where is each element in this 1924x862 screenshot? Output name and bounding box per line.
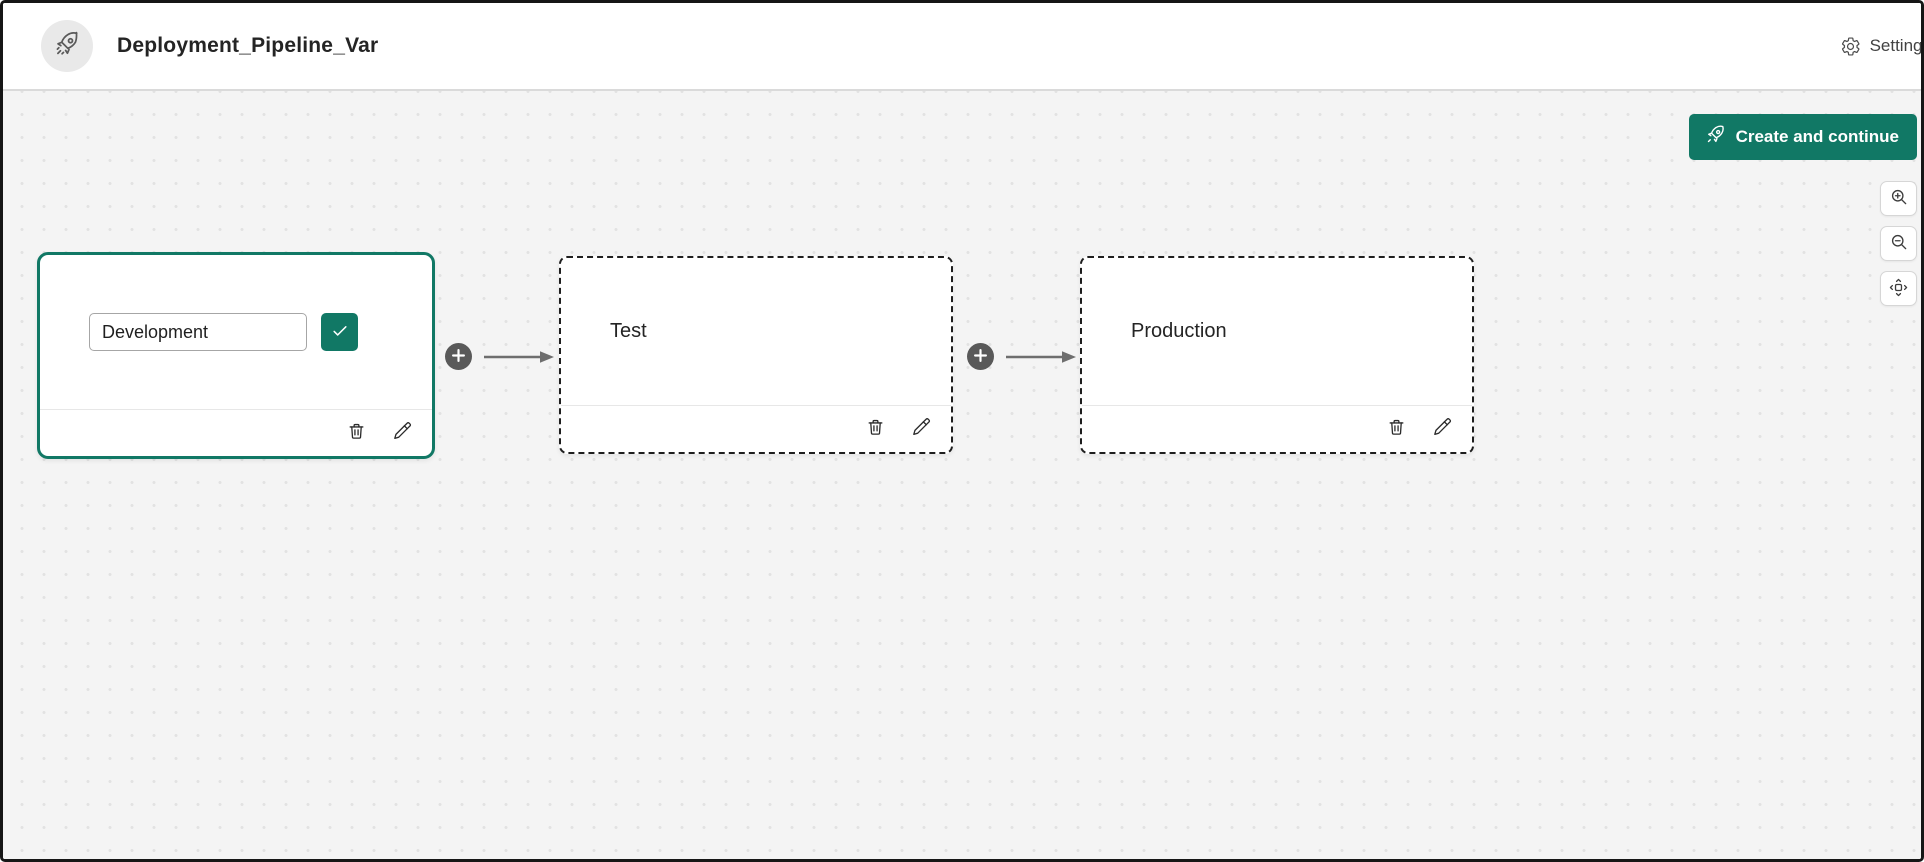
plus-icon: [974, 348, 987, 365]
stage-card-footer: [40, 409, 432, 456]
zoom-out-button[interactable]: [1880, 226, 1917, 261]
create-and-continue-button[interactable]: Create and continue: [1688, 114, 1917, 160]
edit-stage-button[interactable]: [1432, 417, 1453, 441]
settings-button[interactable]: Settings: [1840, 3, 1923, 89]
stage-name-input[interactable]: [89, 313, 307, 351]
zoom-in-icon: [1889, 187, 1909, 210]
connector-test-production: [967, 343, 1077, 370]
pencil-icon: [392, 421, 413, 445]
stage-card-body: Test: [561, 258, 951, 405]
add-stage-button[interactable]: [967, 343, 994, 370]
stage-card-body: Production: [1082, 258, 1472, 405]
settings-label: Settings: [1869, 36, 1923, 55]
zoom-in-button[interactable]: [1880, 181, 1917, 216]
delete-stage-button[interactable]: [865, 417, 886, 441]
create-and-continue-label: Create and continue: [1735, 127, 1899, 146]
stage-name-label: Test: [610, 320, 647, 342]
rocket-icon: [53, 30, 81, 63]
header-bar: Deployment_Pipeline_Var Settings: [3, 3, 1921, 91]
pipeline-avatar: [41, 20, 93, 72]
arrow-right-icon: [483, 349, 555, 365]
trash-icon: [346, 421, 367, 445]
canvas-zoom-controls: [1880, 181, 1917, 306]
pipeline-canvas: Create and continue: [3, 91, 1921, 859]
connector-development-test: [445, 343, 555, 370]
stage-name-label: Production: [1131, 320, 1227, 342]
stage-card-body: [40, 255, 432, 409]
fit-to-screen-button[interactable]: [1880, 271, 1917, 306]
confirm-stage-name-button[interactable]: [321, 313, 358, 351]
gear-icon: [1840, 36, 1861, 57]
plus-icon: [452, 348, 465, 365]
trash-icon: [1386, 417, 1407, 441]
pencil-icon: [911, 417, 932, 441]
pencil-icon: [1432, 417, 1453, 441]
page-title: Deployment_Pipeline_Var: [117, 34, 379, 57]
edit-stage-button[interactable]: [392, 421, 413, 445]
fit-to-screen-icon: [1888, 277, 1909, 301]
rocket-icon: [1705, 124, 1726, 150]
stage-card-footer: [561, 405, 951, 452]
checkmark-icon: [330, 321, 350, 344]
edit-stage-button[interactable]: [911, 417, 932, 441]
stage-card-test[interactable]: Test: [559, 256, 953, 454]
stage-card-footer: [1082, 405, 1472, 452]
stage-card-production[interactable]: Production: [1080, 256, 1474, 454]
delete-stage-button[interactable]: [1386, 417, 1407, 441]
arrow-right-icon: [1005, 349, 1077, 365]
stage-card-development[interactable]: [37, 252, 435, 459]
trash-icon: [865, 417, 886, 441]
add-stage-button[interactable]: [445, 343, 472, 370]
delete-stage-button[interactable]: [346, 421, 367, 445]
zoom-out-icon: [1889, 232, 1909, 255]
